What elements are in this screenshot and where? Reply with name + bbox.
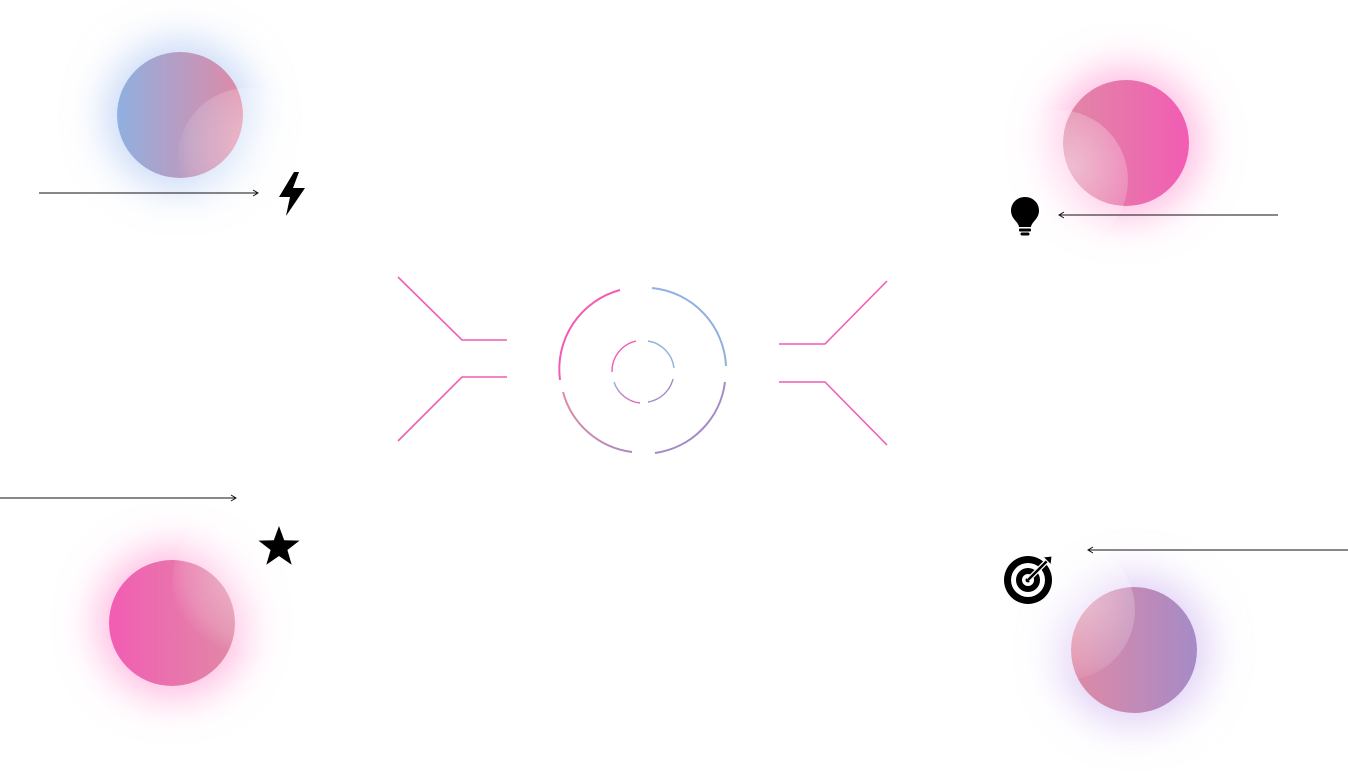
arrow-top-left [39,189,259,197]
target-icon [1003,552,1057,606]
right-bracket [779,280,888,446]
arrow-top-right [1058,211,1278,219]
inner-ring [611,340,675,404]
orb-bottom-left [109,560,235,686]
orb-top-left-glass [178,88,318,228]
left-bracket [397,276,507,442]
arrow-bottom-left [0,494,237,502]
lightbulb-icon [1010,196,1040,236]
orb-top-left [117,52,243,178]
orb-top-right [1063,80,1189,206]
arrow-bottom-right [1087,546,1348,554]
orb-bottom-right [1071,587,1197,713]
orb-bottom-left-glass [172,512,312,652]
orb-top-right-glass [988,110,1128,250]
lightning-icon [277,172,307,216]
outer-ring [558,287,727,454]
star-icon [257,525,301,567]
